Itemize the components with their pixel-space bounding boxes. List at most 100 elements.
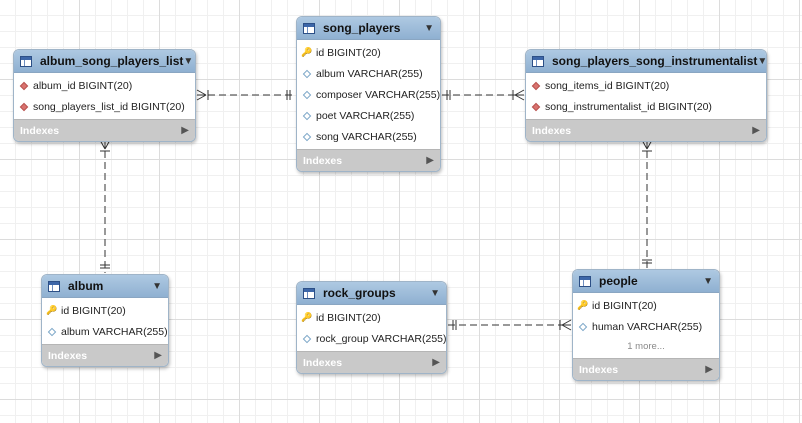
indexes-label: Indexes <box>48 349 88 362</box>
fk-icon <box>19 102 29 111</box>
table-icon <box>303 22 315 34</box>
table-album[interactable]: album ▼ 🔑id BIGINT(20) album VARCHAR(255) In… <box>41 274 169 367</box>
table-icon <box>579 275 591 287</box>
column-row[interactable]: song_players_list_id BIGINT(20) <box>14 96 195 117</box>
indexes-section[interactable]: Indexes ▶ <box>526 119 766 141</box>
fk-icon <box>531 102 541 111</box>
collapse-toggle-icon[interactable]: ▼ <box>183 55 194 67</box>
column-row[interactable]: 🔑id BIGINT(20) <box>42 300 168 321</box>
column-text: song_instrumentalist_id BIGINT(20) <box>545 100 712 113</box>
column-row[interactable]: composer VARCHAR(255) <box>297 84 440 105</box>
table-name: album <box>68 279 104 293</box>
table-icon <box>20 55 32 67</box>
column-row[interactable]: song_instrumentalist_id BIGINT(20) <box>526 96 766 117</box>
column-row[interactable]: 🔑id BIGINT(20) <box>573 295 719 316</box>
column-row[interactable]: song_items_id BIGINT(20) <box>526 75 766 96</box>
column-list: 🔑id BIGINT(20) rock_group VARCHAR(255) <box>297 305 446 351</box>
expand-arrow-icon[interactable]: ▶ <box>181 125 189 136</box>
expand-arrow-icon[interactable]: ▶ <box>705 364 713 375</box>
table-header[interactable]: rock_groups ▼ <box>297 282 446 305</box>
column-text: song VARCHAR(255) <box>316 130 417 143</box>
many-marker <box>561 319 572 326</box>
column-list: 🔑id BIGINT(20) album VARCHAR(255) <box>42 298 168 344</box>
indexes-label: Indexes <box>579 363 619 376</box>
column-icon <box>302 90 312 99</box>
many-marker <box>561 324 572 331</box>
primary-key-icon: 🔑 <box>301 47 313 57</box>
many-marker <box>196 94 207 101</box>
primary-key-icon: 🔑 <box>577 300 589 310</box>
column-icon <box>578 322 588 331</box>
expand-arrow-icon[interactable]: ▶ <box>752 125 760 136</box>
column-icon <box>302 111 312 120</box>
table-song-players-song-instrumentalist[interactable]: song_players_song_instrumentalist▼ song_i… <box>525 49 767 142</box>
table-header[interactable]: song_players_song_instrumentalist▼ <box>526 50 766 73</box>
table-icon <box>48 280 60 292</box>
column-text: album_id BIGINT(20) <box>33 79 133 92</box>
indexes-label: Indexes <box>303 154 343 167</box>
column-text: rock_group VARCHAR(255) <box>316 332 447 345</box>
column-row[interactable]: rock_group VARCHAR(255) <box>297 328 446 349</box>
indexes-section[interactable]: Indexes ▶ <box>573 358 719 380</box>
column-text: song_items_id BIGINT(20) <box>545 79 670 92</box>
column-row[interactable]: 🔑id BIGINT(20) <box>297 307 446 328</box>
column-row[interactable]: human VARCHAR(255) <box>573 316 719 337</box>
table-header[interactable]: people ▼ <box>573 270 719 293</box>
table-people[interactable]: people▼🔑id BIGINT(20)human VARCHAR(255)1… <box>572 269 720 381</box>
table-header[interactable]: album_song_players_list▼ <box>14 50 195 73</box>
column-icon <box>302 132 312 141</box>
table-name: rock_groups <box>323 286 396 300</box>
column-icon <box>47 327 57 336</box>
column-text: poet VARCHAR(255) <box>316 109 415 122</box>
indexes-section[interactable]: Indexes ▶ <box>14 119 195 141</box>
expand-arrow-icon[interactable]: ▶ <box>154 350 162 361</box>
indexes-section[interactable]: Indexes ▶ <box>42 344 168 366</box>
column-text: composer VARCHAR(255) <box>316 88 441 101</box>
table-icon <box>532 55 544 67</box>
many-marker <box>514 89 525 96</box>
table-icon <box>303 287 315 299</box>
collapse-toggle-icon[interactable]: ▼ <box>152 280 162 292</box>
collapse-toggle-icon[interactable]: ▼ <box>703 275 713 287</box>
collapse-toggle-icon[interactable]: ▼ <box>430 287 440 299</box>
table-name: song_players <box>323 21 401 35</box>
expand-arrow-icon[interactable]: ▶ <box>432 357 440 368</box>
column-list: 🔑id BIGINT(20) album VARCHAR(255) composer… <box>297 40 440 149</box>
table-album-song-players-list[interactable]: album_song_players_list▼ album_id BIGINT(… <box>13 49 196 142</box>
column-text: id BIGINT(20) <box>61 304 126 317</box>
column-text: album VARCHAR(255) <box>61 325 168 338</box>
table-header[interactable]: album ▼ <box>42 275 168 298</box>
column-row[interactable]: album VARCHAR(255) <box>42 321 168 342</box>
column-text: id BIGINT(20) <box>316 46 381 59</box>
more-columns-link[interactable]: 1 more... <box>627 341 665 352</box>
column-text: id BIGINT(20) <box>592 299 657 312</box>
expand-arrow-icon[interactable]: ▶ <box>426 155 434 166</box>
many-marker <box>196 89 207 96</box>
indexes-section[interactable]: Indexes▶ <box>297 351 446 373</box>
indexes-label: Indexes <box>532 124 572 137</box>
column-row[interactable]: album_id BIGINT(20) <box>14 75 195 96</box>
indexes-section[interactable]: Indexes ▶ <box>297 149 440 171</box>
column-icon <box>302 69 312 78</box>
table-song-players[interactable]: song_players ▼ 🔑id BIGINT(20) album VARCHAR… <box>296 16 441 172</box>
column-row[interactable]: 🔑id BIGINT(20) <box>297 42 440 63</box>
column-row[interactable]: poet VARCHAR(255) <box>297 105 440 126</box>
column-text: album VARCHAR(255) <box>316 67 423 80</box>
column-text: song_players_list_id BIGINT(20) <box>33 100 185 113</box>
table-name: song_players_song_instrumentalist <box>552 54 758 68</box>
column-row[interactable]: song VARCHAR(255) <box>297 126 440 147</box>
column-icon <box>302 334 312 343</box>
primary-key-icon: 🔑 <box>46 305 58 315</box>
table-name: album_song_players_list <box>40 54 184 68</box>
table-header[interactable]: song_players ▼ <box>297 17 440 40</box>
indexes-label: Indexes <box>20 124 60 137</box>
table-rock-groups[interactable]: rock_groups ▼ 🔑id BIGINT(20) rock_group VAR… <box>296 281 447 374</box>
many-marker <box>514 94 525 101</box>
table-name: people <box>599 274 638 288</box>
column-text: id BIGINT(20) <box>316 311 381 324</box>
collapse-toggle-icon[interactable]: ▼ <box>424 22 434 34</box>
collapse-toggle-icon[interactable]: ▼ <box>757 55 767 67</box>
primary-key-icon: 🔑 <box>301 312 313 322</box>
column-row[interactable]: album VARCHAR(255) <box>297 63 440 84</box>
